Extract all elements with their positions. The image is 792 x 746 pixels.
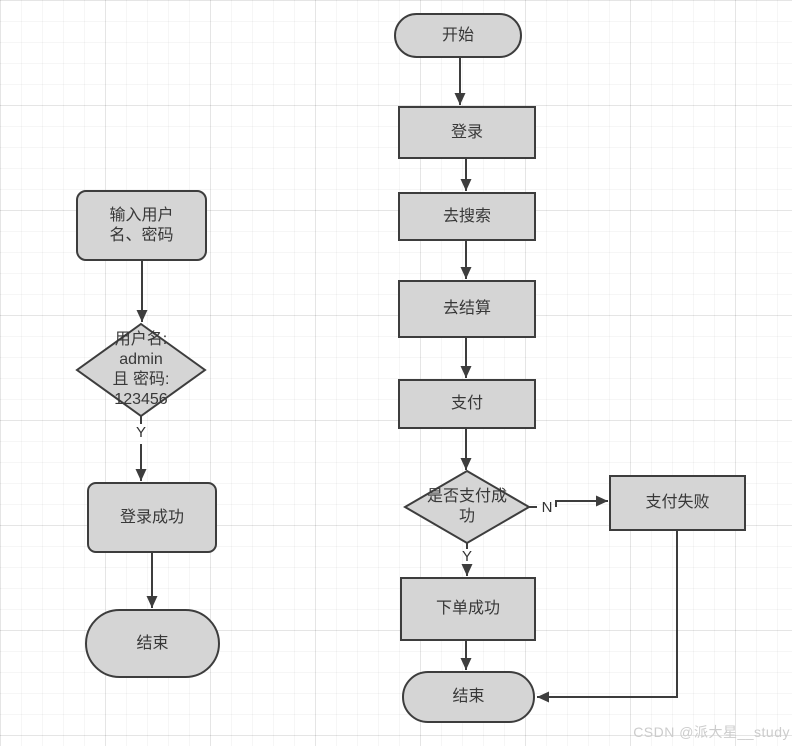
branch-label-no: N (541, 499, 553, 516)
node-credentials-condition-label: 用户名: admin 且 密码: 123456 (112, 331, 170, 408)
node-input-credentials: 输入用户 名、密码 (76, 190, 207, 261)
node-pay-fail: 支付失败 (609, 475, 746, 531)
node-login: 登录 (398, 106, 536, 159)
node-order-success: 下单成功 (400, 577, 536, 641)
node-checkout: 去结算 (398, 280, 536, 338)
node-pay-condition-diamond (403, 469, 531, 545)
branch-label-yes-left: Y (135, 424, 146, 441)
node-login-success: 登录成功 (87, 482, 217, 553)
connector-pay-fail-to-end (537, 531, 678, 703)
connector-no-to-pay-fail (555, 495, 608, 507)
node-search: 去搜索 (398, 192, 536, 241)
node-pay-condition-label: 是否支付成 功 (426, 488, 507, 525)
node-pay: 支付 (398, 379, 536, 429)
branch-label-yes-right: Y (461, 548, 472, 565)
node-end-left: 结束 (85, 609, 220, 678)
node-end-right: 结束 (402, 671, 535, 723)
node-start: 开始 (394, 13, 522, 58)
node-credentials-condition-diamond (75, 322, 207, 418)
csdn-watermark: CSDN @派大星__study (633, 724, 790, 740)
